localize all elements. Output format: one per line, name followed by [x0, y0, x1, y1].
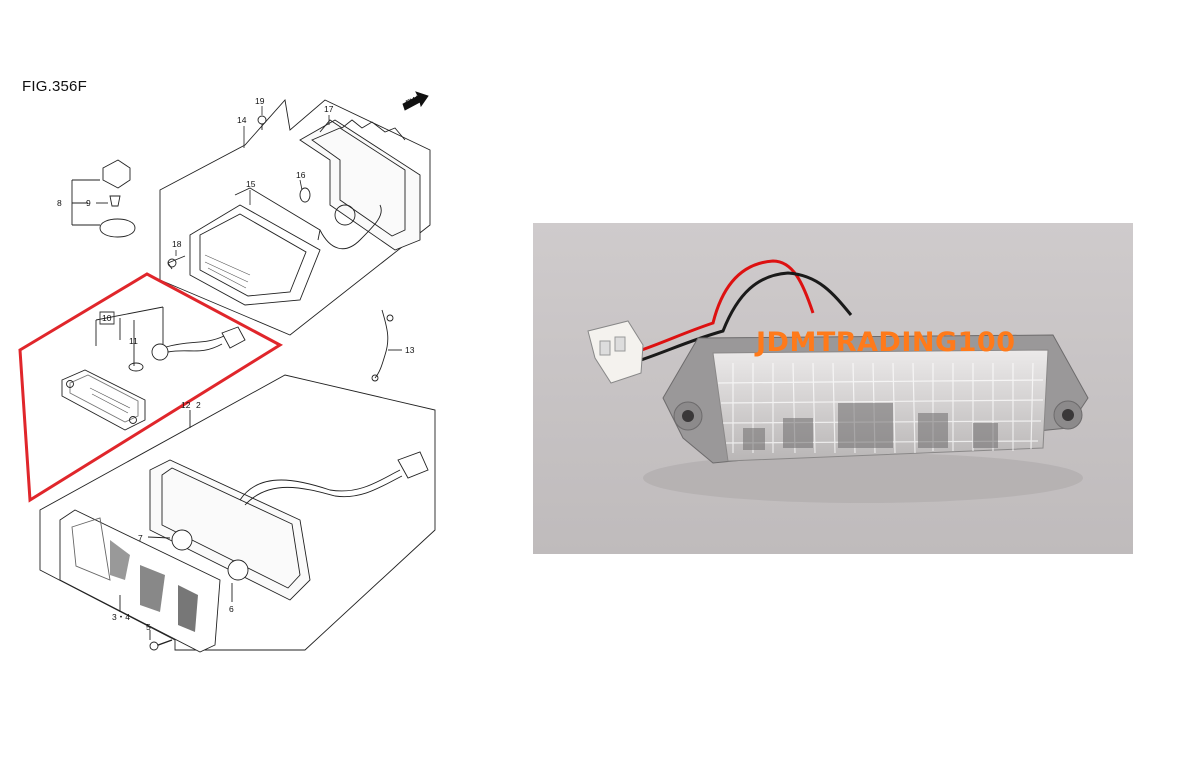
- callout-11: 11: [129, 336, 138, 346]
- fwd-label: FWD: [404, 91, 426, 108]
- callout-18: 18: [172, 239, 182, 249]
- callout-9: 9: [86, 198, 91, 208]
- bulb-6-icon: [227, 559, 249, 581]
- fwd-arrow-icon: [402, 91, 429, 111]
- callout-5: 5: [146, 622, 151, 632]
- callout-16: 16: [296, 170, 306, 180]
- black-wire: [637, 271, 853, 363]
- bulb-11-icon: [128, 362, 144, 372]
- callout-14: 14: [237, 115, 247, 125]
- callout-10: 10: [102, 313, 112, 323]
- highlight-frame: [18, 272, 284, 503]
- bulb-7-icon: [171, 529, 193, 551]
- callout-17: 17: [324, 104, 334, 114]
- callout-7: 7: [138, 533, 143, 543]
- callout-2: 2: [196, 400, 201, 410]
- callout-6: 6: [229, 604, 234, 614]
- lamp-housing-icon: [299, 119, 421, 251]
- connector-icon: [221, 326, 246, 349]
- front-housing-icon: [149, 459, 311, 601]
- callout-12: 12: [181, 400, 191, 410]
- bulb-16-icon: [299, 187, 311, 203]
- product-photo: [533, 223, 1133, 554]
- callout-19: 19: [255, 96, 265, 106]
- parts-diagram: 19 14 17 16 15 18 8 9 10 11 13 12 2 7 6 …: [18, 91, 436, 653]
- callout-3-4: 3・4: [112, 612, 130, 622]
- socket-icon: [102, 159, 131, 189]
- callout-13: 13: [405, 345, 415, 355]
- callout-15: 15: [246, 179, 256, 189]
- screw-18-icon: [167, 255, 186, 270]
- white-connector: [587, 320, 644, 384]
- watermark-text: JDMTRADING100: [756, 327, 1016, 358]
- lamp-photo-illustration: [533, 223, 1133, 554]
- screw-19-icon: [257, 115, 267, 125]
- lens-gasket-icon: [189, 204, 321, 306]
- bracket-13-icon: [374, 309, 389, 379]
- front-connector-icon: [397, 451, 429, 479]
- callout-8: 8: [57, 198, 62, 208]
- figure-title: FIG.356F: [22, 78, 87, 95]
